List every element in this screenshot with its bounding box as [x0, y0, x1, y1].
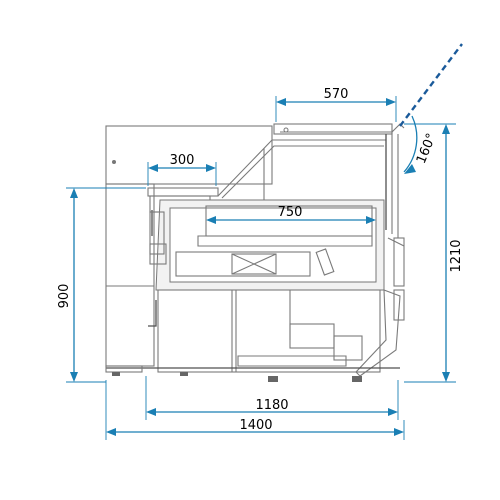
compressor — [289, 323, 335, 349]
foot-1 — [112, 372, 120, 376]
top-glass-frame — [217, 139, 386, 197]
rear-knob — [112, 160, 116, 164]
dim-label-570: 570 — [324, 87, 349, 102]
dim-label-1210: 1210 — [449, 239, 464, 272]
dim-label-1400: 1400 — [239, 418, 272, 433]
lower-tray — [175, 251, 311, 277]
dim-label-750: 750 — [278, 205, 303, 220]
upper-shelf — [147, 187, 219, 197]
canopy — [273, 123, 393, 135]
dim-label-900: 900 — [57, 284, 72, 309]
foot-4 — [352, 376, 362, 382]
glass-hinge — [391, 123, 405, 133]
foot-2 — [180, 372, 188, 376]
rear-handle — [148, 210, 157, 327]
rear-cabinet-body — [105, 183, 155, 367]
dimension-lines: 570 300 750 900 1210 1180 — [57, 43, 464, 440]
dim-label-300: 300 — [170, 153, 195, 168]
condenser — [333, 335, 363, 361]
drip-tray — [237, 355, 347, 367]
cabinet-outline — [105, 123, 405, 382]
front-panel — [355, 289, 401, 377]
foot-3 — [268, 376, 278, 382]
base-cabinet — [157, 289, 381, 373]
rear-top-block — [105, 125, 273, 185]
angle-label: 160° — [414, 131, 440, 166]
dim-label-1180: 1180 — [255, 398, 288, 413]
open-glass-line — [399, 43, 463, 127]
tilted-item — [315, 248, 335, 276]
angle-arc — [403, 115, 418, 173]
